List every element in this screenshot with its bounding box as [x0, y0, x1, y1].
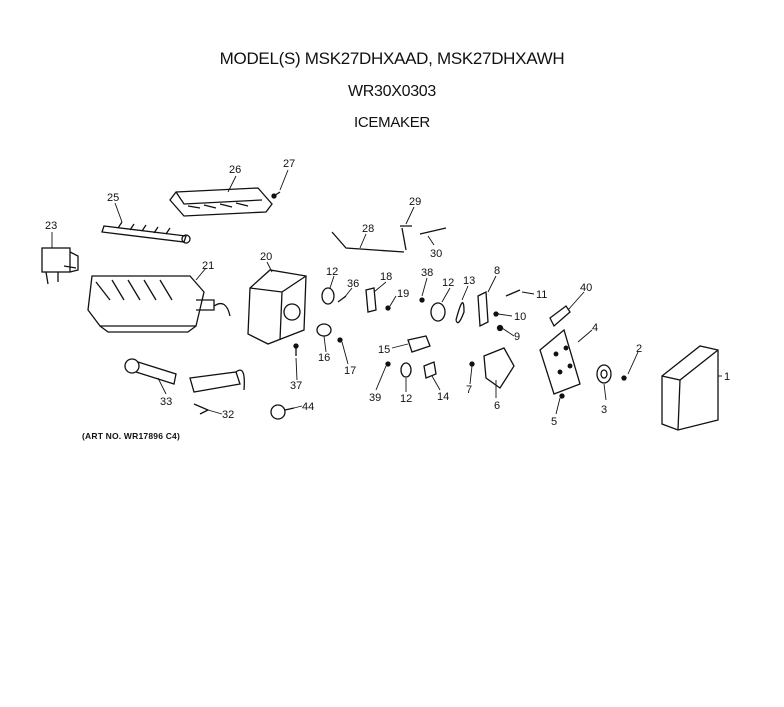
callout-11: 11 [536, 289, 547, 301]
callout-37: 37 [290, 380, 302, 392]
callout-15: 15 [378, 344, 390, 356]
part-21-mold [87, 275, 231, 333]
part-26-cover [169, 187, 273, 217]
callout-19: 19 [397, 288, 409, 300]
part-30-wire [419, 227, 447, 235]
part-17-screw [337, 337, 343, 343]
part-27-screw [271, 191, 281, 199]
part-2-screw [621, 375, 627, 381]
part-12-gear [430, 302, 446, 322]
callout-39: 39 [369, 392, 381, 404]
model-title: MODEL(S) MSK27DHXAAD, MSK27DHXAWH [219, 49, 565, 68]
part-8-bracket [477, 290, 489, 328]
part-3-gear [596, 364, 612, 384]
callout-33: 33 [160, 396, 172, 408]
callout-12-c: 12 [400, 393, 412, 405]
part-28-shutoff-arm [331, 231, 405, 253]
callout-28: 28 [362, 223, 374, 235]
callout-14: 14 [437, 391, 449, 403]
part-18-lever [365, 287, 377, 313]
part-4-mounting-plate [539, 328, 581, 395]
callout-labels: 1 2 3 4 5 6 7 8 9 10 11 12 12 12 13 14 1… [45, 158, 730, 428]
part-13-spring [455, 302, 465, 324]
leader-lines [51, 169, 722, 415]
part-5-screw [559, 393, 565, 399]
callout-30: 30 [430, 248, 442, 260]
assembly-title: ICEMAKER [354, 114, 430, 131]
callout-44: 44 [302, 401, 314, 413]
callout-3: 3 [601, 404, 607, 416]
callout-32: 32 [222, 409, 234, 421]
part-7-screw [469, 361, 475, 367]
part-23-valve [41, 247, 79, 285]
part-10-screw [493, 311, 499, 317]
art-number: (ART NO. WR17896 C4) [82, 431, 180, 441]
callout-1: 1 [724, 371, 730, 383]
part-1-front-cover [661, 345, 719, 431]
part-11-pin [505, 289, 521, 297]
part-6-motor [483, 347, 515, 389]
callout-27: 27 [283, 158, 295, 170]
part-16-switch [316, 323, 332, 337]
callout-20: 20 [260, 251, 272, 263]
part-39-screw [385, 361, 391, 367]
callout-10: 10 [514, 311, 526, 323]
callout-18: 18 [380, 271, 392, 283]
callout-16: 16 [318, 352, 330, 364]
part-heater-tube [189, 369, 245, 393]
part-33-fill-cup [124, 358, 177, 385]
part-37-screw [293, 343, 299, 356]
callout-9: 9 [514, 331, 520, 343]
part-38-screw [419, 297, 425, 303]
callout-12-a: 12 [326, 266, 338, 278]
part-32-clip [193, 403, 210, 415]
callout-12-b: 12 [442, 277, 454, 289]
callout-13: 13 [463, 275, 475, 287]
callout-23: 23 [45, 220, 57, 232]
callout-40: 40 [580, 282, 592, 294]
callout-8: 8 [494, 265, 500, 277]
part-14-terminal [423, 361, 437, 379]
part-12-clip [400, 362, 412, 378]
callout-21: 21 [202, 260, 214, 272]
part-40-shield [549, 305, 571, 328]
part-29-spring [400, 225, 412, 251]
callout-5: 5 [551, 416, 557, 428]
callout-4: 4 [592, 322, 598, 334]
callout-36: 36 [347, 278, 359, 290]
part-9-washer [496, 324, 504, 332]
callout-25: 25 [107, 192, 119, 204]
callout-17: 17 [344, 365, 356, 377]
callout-2: 2 [636, 343, 642, 355]
part-number: WR30X0303 [347, 83, 437, 100]
part-44-bushing [270, 404, 295, 420]
part-20-housing [247, 269, 307, 345]
callout-6: 6 [494, 400, 500, 412]
callout-26: 26 [229, 164, 241, 176]
part-19-screw [385, 305, 391, 311]
callout-29: 29 [409, 196, 421, 208]
callout-7: 7 [466, 384, 472, 396]
callout-38: 38 [421, 267, 433, 279]
part-15-thermostat [407, 335, 431, 353]
part-25-ejector [101, 221, 191, 244]
part-12-cam [321, 287, 335, 305]
